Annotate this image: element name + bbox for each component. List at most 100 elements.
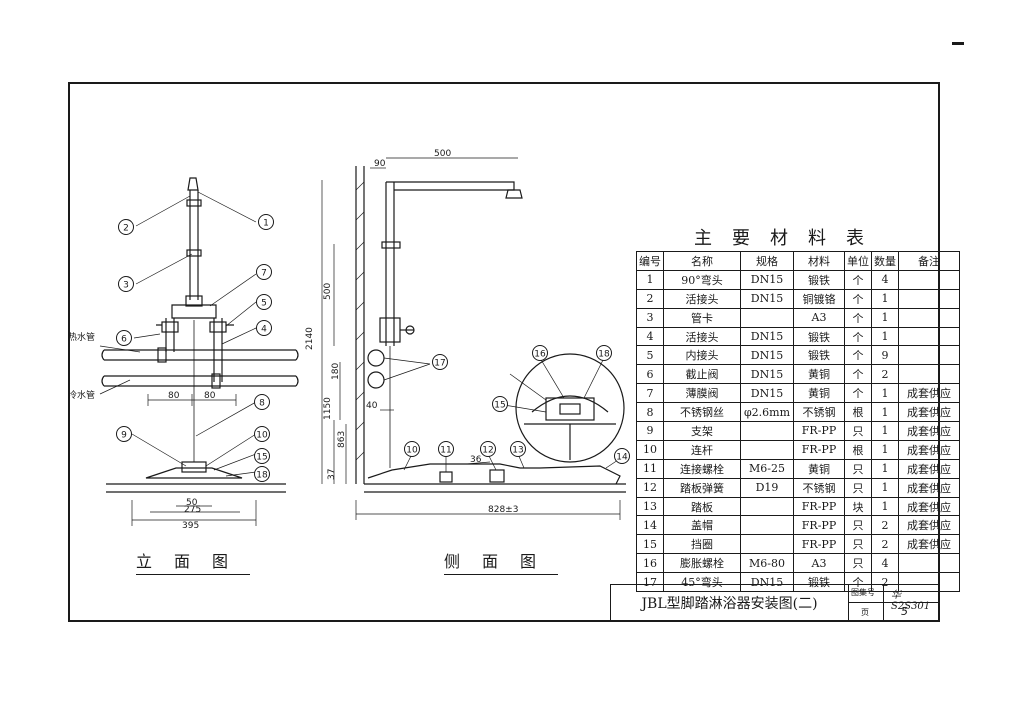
bom-cell: 黄铜 [793,458,845,479]
bom-cell: 内接头 [663,345,741,366]
bom-cell: 14 [636,515,664,536]
dim-label: 2140 [305,327,315,350]
bom-cell: DN15 [740,288,794,309]
callout-circle [438,441,454,457]
bom-cell: 2 [871,364,899,385]
dim-label: 500 [434,149,451,159]
bom-cell [740,307,794,328]
callout-circle [254,394,270,410]
bom-cell: 根 [844,402,872,423]
bom-cell: 个 [844,269,872,290]
bom-cell: 锻铁 [793,326,845,347]
dim-label: 1150 [323,397,333,420]
title-block: JBL型脚踏淋浴器安装图(二) 图集号 华S2S301 页 5 [610,584,939,621]
bom-cell: φ2.6mm [740,402,794,423]
callout-circle [254,466,270,482]
bom-cell: 连杆 [663,439,741,460]
bom-header-row: 编号 名称 规格 材料 单位 数量 备注 [636,251,960,271]
bom-cell: 9 [636,421,664,441]
bom-cell: 成套供应 [898,534,960,555]
callout-number: 14 [616,453,628,463]
bom-cell: 个 [844,364,872,385]
bom-cell: 成套供应 [898,439,960,460]
bom-cell: 活接头 [663,288,741,309]
callout-circle [116,330,132,346]
callout-number: 15 [256,453,267,463]
callout-circle [254,448,270,464]
bom-cell: A3 [793,307,845,328]
bom-cell: 只 [844,534,872,555]
bom-cell: 1 [871,383,899,404]
dim-label: 40 [366,401,378,411]
bom-cell: DN15 [740,364,794,385]
bom-cell: 只 [844,515,872,536]
dim-label: 90 [374,159,386,169]
bom-header: 单位 [844,251,872,271]
bom-cell: DN15 [740,269,794,290]
hot-pipe-label: 热水管 [68,331,95,343]
bom-cell: 成套供应 [898,383,960,404]
bom-cell: 铜镀铬 [793,288,845,309]
front-view [99,177,299,526]
dim-label: 36 [470,455,482,465]
side-view-caption: 侧面图 [444,548,559,575]
callout-circle [492,396,508,412]
dim-label: 828±3 [488,505,518,515]
side-view [321,157,626,520]
bom-cell: 成套供应 [898,496,960,517]
callout-number: 15 [494,401,505,411]
bom-cell: 成套供应 [898,477,960,498]
callout-number: 3 [123,281,129,291]
callout-circle [432,354,448,370]
bom-cell: DN15 [740,572,794,593]
bom-cell: FR-PP [793,496,845,517]
bom-cell: 45°弯头 [663,572,741,593]
atlas-value: 华S2S301 [891,590,931,612]
bom-cell: 踏板弹簧 [663,477,741,498]
dim-label: 50 [186,498,198,508]
bom-cell: 1 [871,421,899,441]
bom-cell [740,421,794,441]
callout-number: 8 [259,399,265,409]
callout-number: 12 [482,446,493,456]
bom-cell: 1 [871,458,899,479]
bom-cell: 锻铁 [793,572,845,593]
bom-cell: 1 [636,269,664,290]
bom-cell: 6 [636,364,664,385]
bom-header: 编号 [636,251,664,271]
bom-cell: 只 [844,553,872,574]
bom-cell: FR-PP [793,439,845,460]
dim-label: 395 [182,521,199,531]
bom-cell [740,439,794,460]
bom-cell: FR-PP [793,421,845,441]
callout-circle [118,219,134,235]
bom-cell: 膨胀螺栓 [663,553,741,574]
bom-title: 主要材料表 [694,228,884,249]
bom-cell [898,288,960,309]
bom-cell: 1 [871,496,899,517]
callout-circle [510,441,526,457]
bom-cell: 个 [844,345,872,366]
bom-cell: 1 [871,288,899,309]
bom-cell: 黄铜 [793,383,845,404]
callout-circle [254,426,270,442]
bom-cell [898,307,960,328]
bom-cell: 90°弯头 [663,269,741,290]
callout-circle [532,345,548,361]
bom-cell: 4 [636,326,664,347]
bom-cell: 成套供应 [898,515,960,536]
dim-label: 180 [331,363,341,380]
callout-number: 5 [261,299,267,309]
